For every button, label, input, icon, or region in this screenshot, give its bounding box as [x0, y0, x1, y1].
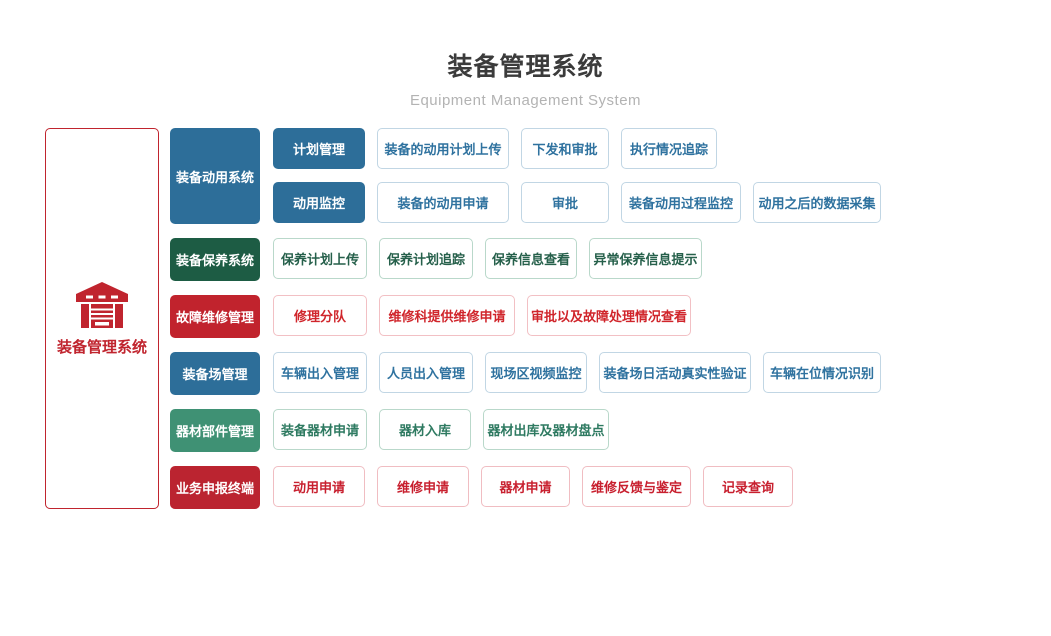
leaf-node: 器材申请 [481, 466, 570, 507]
mobilization-subrows: 计划管理 装备的动用计划上传 下发和审批 执行情况追踪 动用监控 装备的动用申请… [273, 128, 881, 223]
row-fault-repair: 修理分队 维修科提供维修申请 审批以及故障处理情况查看 [273, 295, 691, 336]
leaf-node: 下发和审批 [521, 128, 609, 169]
category-parts-management: 器材部件管理 [170, 409, 260, 452]
leaf-node: 审批以及故障处理情况查看 [527, 295, 691, 336]
leaf-node: 器材入库 [379, 409, 471, 450]
leaf-node: 维修申请 [377, 466, 469, 507]
band-fault-repair: 故障维修管理 修理分队 维修科提供维修申请 审批以及故障处理情况查看 [170, 295, 881, 338]
category-fault-repair: 故障维修管理 [170, 295, 260, 338]
page-title: 装备管理系统 [447, 53, 604, 81]
category-mobilization-system: 装备动用系统 [170, 128, 260, 224]
subcategory-plan-management: 计划管理 [273, 128, 365, 169]
row-plan-management: 计划管理 装备的动用计划上传 下发和审批 执行情况追踪 [273, 128, 881, 169]
leaf-node: 装备器材申请 [273, 409, 367, 450]
leaf-node: 车辆在位情况识别 [763, 352, 881, 393]
leaf-node: 记录查询 [703, 466, 793, 507]
leaf-node: 人员出入管理 [379, 352, 473, 393]
row-business-terminal: 动用申请 维修申请 器材申请 维修反馈与鉴定 记录查询 [273, 466, 793, 507]
leaf-node: 保养信息查看 [485, 238, 577, 279]
leaf-node: 装备动用过程监控 [621, 182, 741, 223]
band-equipment-yard: 装备场管理 车辆出入管理 人员出入管理 现场区视频监控 装备场日活动真实性验证 … [170, 352, 881, 395]
leaf-node: 现场区视频监控 [485, 352, 587, 393]
page-subtitle: Equipment Management System [409, 92, 642, 109]
band-mobilization-system: 装备动用系统 计划管理 装备的动用计划上传 下发和审批 执行情况追踪 动用监控 … [170, 128, 881, 224]
leaf-node: 器材出库及器材盘点 [483, 409, 609, 450]
leaf-node: 保养计划上传 [273, 238, 367, 279]
subcategory-mobilization-monitoring: 动用监控 [273, 182, 365, 223]
leaf-node: 维修反馈与鉴定 [582, 466, 691, 507]
leaf-node: 维修科提供维修申请 [379, 295, 515, 336]
leaf-node: 动用申请 [273, 466, 365, 507]
leaf-node: 动用之后的数据采集 [753, 182, 881, 223]
root-node: 装备管理系统 [45, 128, 159, 509]
row-mobilization-monitoring: 动用监控 装备的动用申请 审批 装备动用过程监控 动用之后的数据采集 [273, 182, 881, 223]
category-business-terminal: 业务申报终端 [170, 466, 260, 509]
leaf-node: 装备场日活动真实性验证 [599, 352, 751, 393]
leaf-node: 执行情况追踪 [621, 128, 717, 169]
band-parts-management: 器材部件管理 装备器材申请 器材入库 器材出库及器材盘点 [170, 409, 881, 452]
leaf-node: 保养计划追踪 [379, 238, 473, 279]
diagram-bands: 装备动用系统 计划管理 装备的动用计划上传 下发和审批 执行情况追踪 动用监控 … [170, 128, 881, 509]
system-diagram: 装备管理系统 装备动用系统 计划管理 装备的动用计划上传 下发和审批 执行情况追… [45, 128, 881, 509]
leaf-node: 修理分队 [273, 295, 367, 336]
band-maintenance-system: 装备保养系统 保养计划上传 保养计划追踪 保养信息查看 异常保养信息提示 [170, 238, 881, 281]
page-header: 装备管理系统 Equipment Management System [0, 0, 1051, 109]
warehouse-icon [76, 281, 128, 328]
leaf-node: 车辆出入管理 [273, 352, 367, 393]
band-business-terminal: 业务申报终端 动用申请 维修申请 器材申请 维修反馈与鉴定 记录查询 [170, 466, 881, 509]
leaf-node: 装备的动用申请 [377, 182, 509, 223]
row-maintenance: 保养计划上传 保养计划追踪 保养信息查看 异常保养信息提示 [273, 238, 702, 279]
category-maintenance-system: 装备保养系统 [170, 238, 260, 281]
leaf-node: 审批 [521, 182, 609, 223]
leaf-node: 装备的动用计划上传 [377, 128, 509, 169]
row-equipment-yard: 车辆出入管理 人员出入管理 现场区视频监控 装备场日活动真实性验证 车辆在位情况… [273, 352, 881, 393]
root-label: 装备管理系统 [56, 338, 147, 356]
row-parts-management: 装备器材申请 器材入库 器材出库及器材盘点 [273, 409, 609, 450]
category-equipment-yard: 装备场管理 [170, 352, 260, 395]
leaf-node: 异常保养信息提示 [589, 238, 702, 279]
